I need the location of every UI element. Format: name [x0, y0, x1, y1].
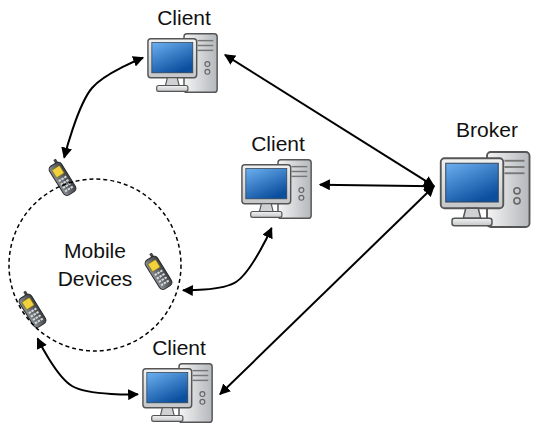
computer-node: Client [140, 336, 218, 430]
computer-icon [145, 30, 223, 100]
computer-icon [437, 142, 537, 242]
node-label: Mobile Devices [39, 237, 151, 293]
node-label: Broker [436, 118, 538, 142]
computer-node: Client [145, 6, 223, 100]
connector-arrow [183, 228, 272, 290]
connector-arrow [64, 58, 143, 158]
node-label: Client [140, 336, 218, 360]
mobile-phone [141, 251, 173, 291]
dashed-circle [7, 177, 183, 353]
connector-arrow [320, 185, 434, 187]
node-label: Client [145, 6, 223, 30]
computer-icon [239, 156, 317, 226]
computer-icon [140, 360, 218, 430]
device-group: Mobile Devices [7, 177, 183, 353]
node-label: Client [238, 132, 318, 156]
computer-node: Client [238, 132, 318, 226]
computer-node: Broker [436, 118, 538, 242]
